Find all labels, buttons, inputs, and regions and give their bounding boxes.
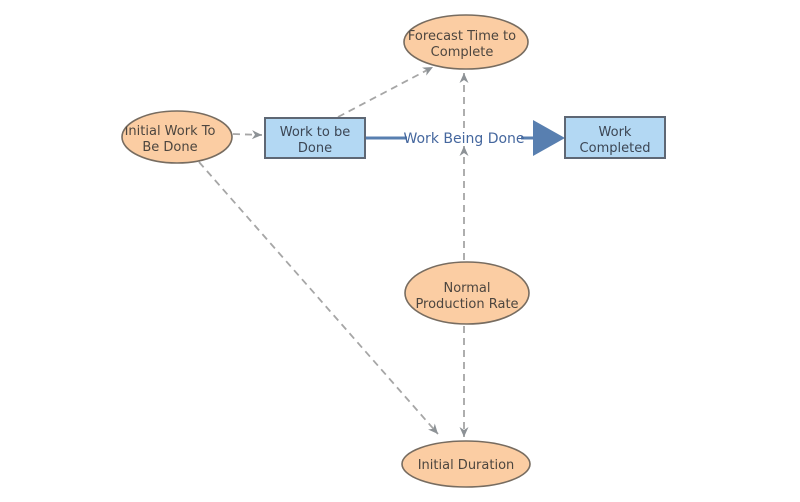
node-label-line: Production Rate <box>415 297 518 312</box>
node-initial-duration[interactable]: Initial Duration <box>401 440 531 488</box>
node-forecast-time-to-complete[interactable]: Forecast Time to Complete <box>403 14 529 70</box>
node-label-line: Complete <box>431 45 494 60</box>
link-work-to-be-done-to-forecast[interactable] <box>337 66 434 118</box>
node-label-line: Initial Duration <box>418 458 515 473</box>
node-label-line: Done <box>298 141 332 156</box>
variable-ellipse[interactable] <box>401 440 531 488</box>
flow-label[interactable]: Work Being Done <box>403 131 524 147</box>
link-initial-work-to-initial-duration[interactable] <box>198 161 439 435</box>
variable-ellipse[interactable] <box>404 261 530 325</box>
variable-ellipse[interactable] <box>403 14 529 70</box>
flow-arrowhead-icon <box>533 120 565 156</box>
variable-ellipse[interactable] <box>121 110 233 164</box>
stock-rect[interactable] <box>564 116 666 159</box>
node-label-line: Completed <box>580 141 651 156</box>
node-normal-production-rate[interactable]: Normal Production Rate <box>404 261 530 325</box>
link-initial-work-to-work-to-be-done[interactable] <box>232 130 263 140</box>
node-label-line: Initial Work To <box>125 124 216 139</box>
stock-rect[interactable] <box>264 117 366 159</box>
node-label-line: Work to be <box>280 125 350 140</box>
node-work-completed[interactable]: Work Completed <box>564 116 666 159</box>
flow-work-being-done[interactable] <box>366 120 565 156</box>
node-work-to-be-done[interactable]: Work to be Done <box>264 117 366 159</box>
node-label-line: Be Done <box>142 140 197 155</box>
node-label-line: Work <box>599 125 632 140</box>
node-label-line: Forecast Time to <box>408 29 516 44</box>
node-label-line: Normal <box>443 281 490 296</box>
node-initial-work-to-be-done[interactable]: Initial Work To Be Done <box>121 110 233 164</box>
